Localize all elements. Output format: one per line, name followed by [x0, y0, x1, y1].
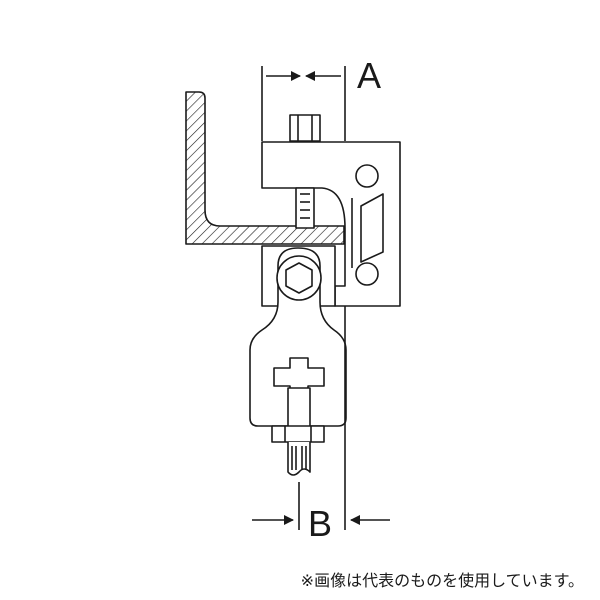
- upper-hole: [355, 164, 379, 188]
- beam-flange: [185, 91, 345, 245]
- dimension-b-marker: [252, 306, 390, 530]
- pivot-bolt: [276, 255, 322, 301]
- side-slot: [360, 193, 384, 263]
- dimension-a-label: A: [357, 55, 382, 96]
- dimension-a-marker: [261, 66, 346, 141]
- hanger-rod: [271, 387, 325, 476]
- footnote: ※画像は代表のものを使用しています。: [300, 571, 584, 590]
- lower-hole: [355, 262, 379, 286]
- set-bolt: [289, 114, 321, 229]
- dimension-b-label: B: [308, 503, 333, 544]
